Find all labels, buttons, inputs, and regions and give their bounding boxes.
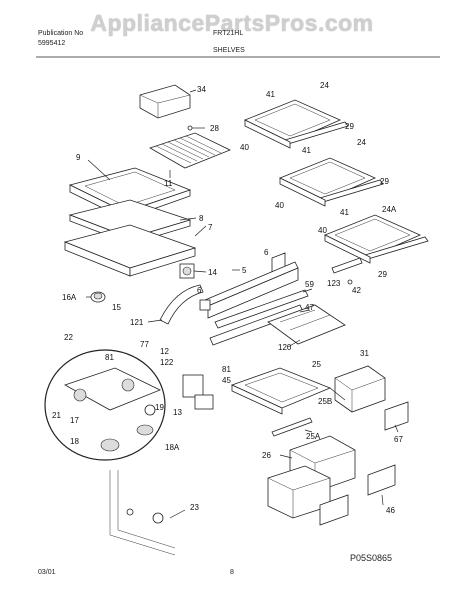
part-46-drawer-front: [319, 464, 396, 526]
callout-28: 28: [210, 124, 219, 133]
part-6-small-bracket: [199, 299, 211, 311]
callout-9: 9: [76, 153, 81, 162]
part-23-cabinet-corner: [109, 470, 176, 556]
callout-29: 29: [345, 122, 354, 131]
callout-42: 42: [352, 286, 361, 295]
callout-81: 81: [105, 353, 114, 362]
callout-12: 12: [160, 347, 169, 356]
callout-15: 15: [112, 303, 121, 312]
callout-23: 23: [190, 503, 199, 512]
callout-81b: 81: [222, 365, 231, 374]
callout-26: 26: [262, 451, 271, 460]
part-28-screw: [187, 125, 205, 131]
model-number: FRT21HL: [213, 30, 244, 37]
callout-17: 17: [70, 416, 79, 425]
callout-41b: 41: [302, 146, 311, 155]
callout-25: 25: [312, 360, 321, 369]
callout-29c: 29: [378, 270, 387, 279]
part-25-cover-frame: [230, 367, 332, 415]
publication-number: 5995412: [38, 40, 66, 47]
callout-40b: 40: [275, 201, 284, 210]
callout-47: 47: [305, 303, 314, 312]
callout-123: 123: [327, 279, 341, 288]
callout-18: 18: [70, 437, 79, 446]
callout-21: 21: [52, 411, 61, 420]
callout-24A: 24A: [382, 205, 397, 214]
callout-7: 7: [208, 223, 213, 232]
part-122-housing: [182, 374, 214, 410]
callout-8: 8: [199, 214, 204, 223]
callout-40c: 40: [318, 226, 327, 235]
part-42-trim: [331, 257, 363, 285]
part-121-duct: [159, 284, 204, 325]
callout-120: 120: [278, 343, 292, 352]
callout-22: 22: [64, 333, 73, 342]
callout-6b: 6: [197, 286, 202, 295]
callout-6: 6: [264, 248, 269, 257]
callout-46: 46: [386, 506, 395, 515]
callout-77: 77: [140, 340, 149, 349]
callout-67: 67: [394, 435, 403, 444]
footer-page: 8: [230, 569, 234, 576]
callout-labels: 34 28 11 9 8 7 6 5 14 16A 15 6 121 22 81…: [52, 81, 403, 515]
leader-lines: [86, 89, 399, 519]
callout-31: 31: [360, 349, 369, 358]
section-title: SHELVES: [213, 47, 245, 54]
callout-11: 11: [164, 179, 173, 188]
callout-41c: 41: [340, 208, 349, 217]
callout-14: 14: [208, 268, 217, 277]
callout-24b: 24: [357, 138, 366, 147]
callout-41: 41: [266, 90, 275, 99]
part-5-rail: [204, 261, 299, 319]
callout-122: 122: [160, 358, 174, 367]
watermark: AppliancePartsPros.com: [90, 10, 374, 36]
part-24A-shelf-lower: [324, 214, 429, 264]
callout-24: 24: [320, 81, 329, 90]
callout-121: 121: [130, 318, 144, 327]
detail-circle: [44, 349, 166, 461]
part-24-shelf-upper: [244, 99, 349, 149]
part-59-channel: [214, 289, 309, 329]
callout-45: 45: [222, 376, 231, 385]
callout-40: 40: [240, 143, 249, 152]
footer-date: 03/01: [38, 569, 56, 576]
callout-29b: 29: [380, 177, 389, 186]
callout-59: 59: [305, 280, 314, 289]
part-11-wire-shelf: [149, 132, 231, 178]
part-67-drawer-front: [384, 401, 409, 431]
diagram-code: P05S0865: [350, 553, 393, 563]
callout-18A: 18A: [165, 443, 180, 452]
part-31-drawer: [334, 365, 386, 413]
callout-16A: 16A: [62, 293, 77, 302]
part-15-knob: [90, 291, 106, 303]
callout-19: 19: [155, 403, 164, 412]
callout-25B: 25B: [318, 397, 332, 406]
callout-5: 5: [242, 266, 247, 275]
part-25A-slide: [271, 417, 313, 437]
part-14-damper: [179, 263, 195, 279]
part-34-bin: [139, 84, 191, 119]
publication-label: Publication No: [38, 30, 84, 37]
callout-34: 34: [197, 85, 206, 94]
callout-13: 13: [173, 408, 182, 417]
part-7-shelf: [63, 224, 197, 277]
part-47-glass: [267, 304, 346, 345]
callout-25A: 25A: [306, 432, 321, 441]
part-24-shelf-middle: [279, 157, 384, 207]
